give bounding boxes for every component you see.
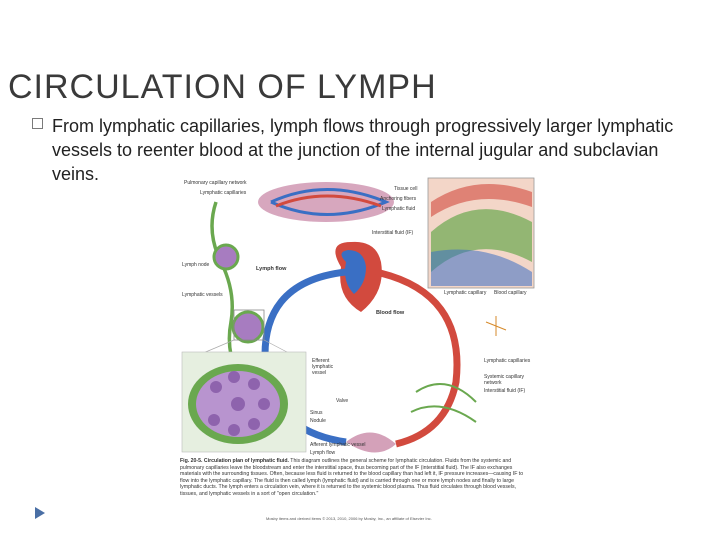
label-sinus: Sinus bbox=[310, 410, 323, 416]
label-lymph-node: Lymph node bbox=[182, 262, 210, 268]
label-tissue-cell: Tissue cell bbox=[394, 186, 418, 192]
slide-title: CIRCULATION OF LYMPH bbox=[8, 68, 437, 106]
lymph-vessel-chain bbox=[210, 201, 238, 373]
lymph-node-medium bbox=[231, 310, 265, 344]
slide-nav-arrow-icon[interactable] bbox=[34, 506, 46, 520]
node-zoom-box bbox=[233, 309, 265, 341]
label-lymphatic-fluid: Lymphatic fluid bbox=[382, 206, 416, 212]
pulmonary-vessels bbox=[270, 188, 390, 216]
label-afferent-vessel: Afferent lymphatic vessel bbox=[310, 442, 366, 448]
lymph-node-small bbox=[212, 243, 240, 271]
systemic-network bbox=[346, 432, 396, 453]
bullet-text: From lymphatic capillaries, lymph flows … bbox=[52, 116, 674, 184]
square-bullet-icon bbox=[32, 118, 43, 129]
label-valve: Valve bbox=[336, 398, 349, 404]
label-anchoring-fibers: Anchoring fibers bbox=[380, 196, 417, 202]
label-lymphatic-capillaries-right: Lymphatic capillaries bbox=[484, 358, 531, 364]
circulation-illustration bbox=[181, 177, 535, 453]
artery-loop bbox=[375, 268, 461, 448]
label-nodule: Nodule bbox=[310, 418, 326, 424]
label-interstitial-fluid-short: Interstitial fluid (IF) bbox=[484, 388, 526, 394]
label-pulmonary-network: Pulmonary capillary network bbox=[184, 180, 247, 186]
label-lymph-flow: Lymph flow bbox=[256, 266, 287, 272]
label-interstitial-fluid: Interstitial fluid (IF) bbox=[372, 230, 414, 236]
caption-body: This diagram outlines the general scheme… bbox=[180, 458, 524, 497]
label-lymph-flow-small: Lymph flow bbox=[310, 450, 336, 456]
compass-icon bbox=[485, 316, 507, 336]
label-efferent-vessel: Efferent lymphatic vessel bbox=[312, 358, 334, 376]
lymph-circulation-figure: Pulmonary capillary network Lymphatic ca… bbox=[176, 172, 536, 524]
label-lymphatic-vessels: Lymphatic vessels bbox=[182, 292, 223, 298]
label-systemic-network: Systemic capillary network bbox=[484, 374, 525, 386]
label-lymphatic-capillaries-top: Lymphatic capillaries bbox=[200, 190, 247, 196]
figure-credit: Mosby items and derived items © 2013, 20… bbox=[266, 516, 432, 521]
label-blood-capillary: Blood capillary bbox=[494, 290, 527, 296]
label-blood-flow: Blood flow bbox=[376, 310, 405, 316]
caption-lead: Fig. 20-5. Circulation plan of lymphatic… bbox=[180, 458, 289, 464]
figure-caption: Fig. 20-5. Circulation plan of lymphatic… bbox=[180, 458, 526, 498]
label-lymphatic-capillary: Lymphatic capillary bbox=[444, 290, 487, 296]
